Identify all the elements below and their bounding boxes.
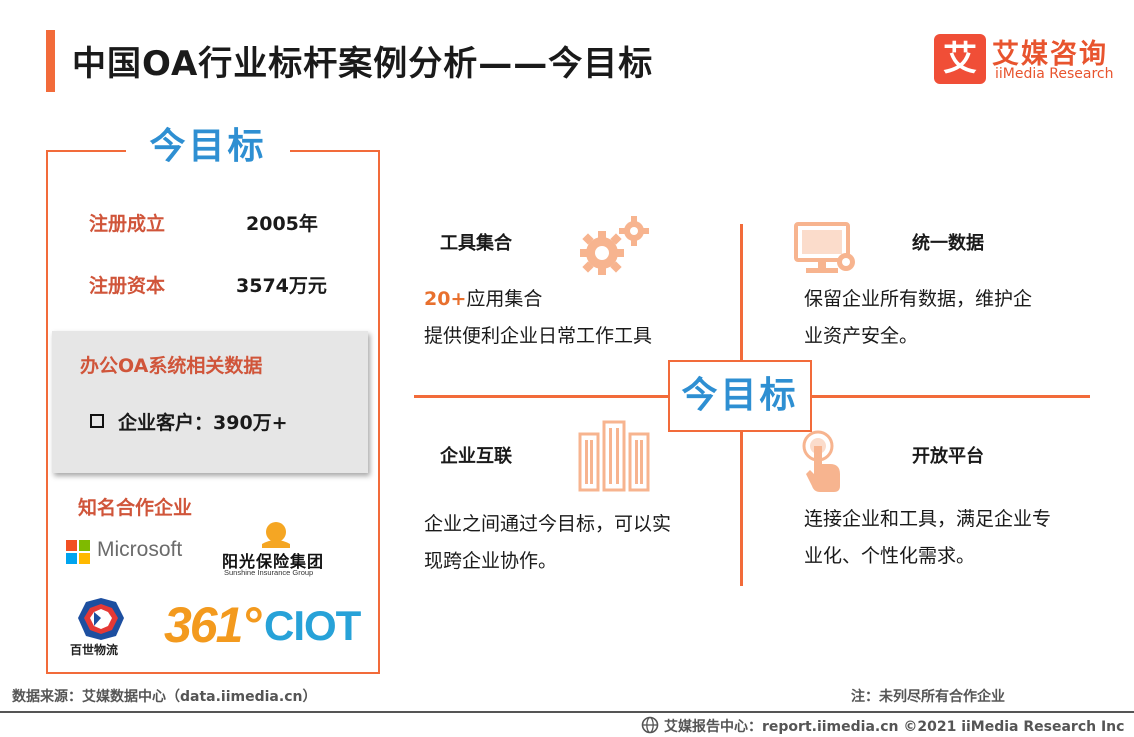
title-accent-bar [46,30,55,92]
founded-label: 注册成立 [89,213,166,235]
data-title: 统一数据 [912,233,984,254]
oa-data-panel [52,331,368,473]
logo-361: 361° [164,597,261,653]
data-line2: 业资产安全。 [804,325,919,347]
microsoft-logo-text: Microsoft [97,538,183,561]
data-line1: 保留企业所有数据，维护企 [804,288,1033,310]
tools-highlight: 20+ [424,288,467,310]
tools-line2: 提供便利企业日常工作工具 [424,325,653,347]
microsoft-logo-icon [66,540,90,564]
iimedia-logo-icon: 艾 [934,34,986,84]
oa-client-count: 企业客户：390万+ [118,412,288,434]
sunshine-logo-icon [262,522,290,548]
sunshine-logo-en: Sunshine Insurance Group [224,568,314,577]
footnote: 注：未列尽所有合作企业 [851,689,1005,705]
company-name-title: 今目标 [126,122,290,172]
interconnect-line2: 现跨企业协作。 [424,550,558,572]
oa-data-title: 办公OA系统相关数据 [80,355,263,377]
page-title: 中国OA行业标杆案例分析——今目标 [72,44,654,84]
buildings-icon [578,420,650,492]
founded-value: 2005年 [246,213,318,235]
tools-line1: 20+应用集合 [424,280,542,318]
capital-label: 注册资本 [89,275,166,297]
open-line2: 业化、个性化需求。 [804,545,976,567]
gears-icon [580,216,649,275]
checkbox-bullet-icon [90,414,104,428]
footer-copyright: 艾媒报告中心：report.iimedia.cn ©2021 iiMedia R… [664,719,1125,735]
tools-line1-rest: 应用集合 [466,288,543,310]
tools-title: 工具集合 [440,233,512,254]
best-logistics-logo-text: 百世物流 [70,643,119,657]
open-title: 开放平台 [912,446,984,467]
touch-hand-icon [802,430,840,492]
partners-title: 知名合作企业 [78,497,193,519]
monitor-gear-icon [794,222,855,273]
logo-ciot: CIOT [264,602,361,649]
open-line1: 连接企业和工具，满足企业专 [804,508,1052,530]
data-source: 数据来源：艾媒数据中心（data.iimedia.cn） [12,689,317,705]
interconnect-title: 企业互联 [440,446,512,467]
interconnect-line1: 企业之间通过今目标，可以实 [424,513,672,535]
iimedia-logo-en: iiMedia Research [995,66,1114,82]
quadrant-center-title: 今目标 [668,360,812,432]
best-logistics-logo-icon [78,598,124,640]
capital-value: 3574万元 [236,275,327,297]
sunshine-logo-cn: 阳光保险集团 [222,552,325,571]
iimedia-logo-cn: 艾媒咨询 [992,39,1108,70]
footer-divider [0,711,1134,713]
globe-icon [641,716,659,734]
